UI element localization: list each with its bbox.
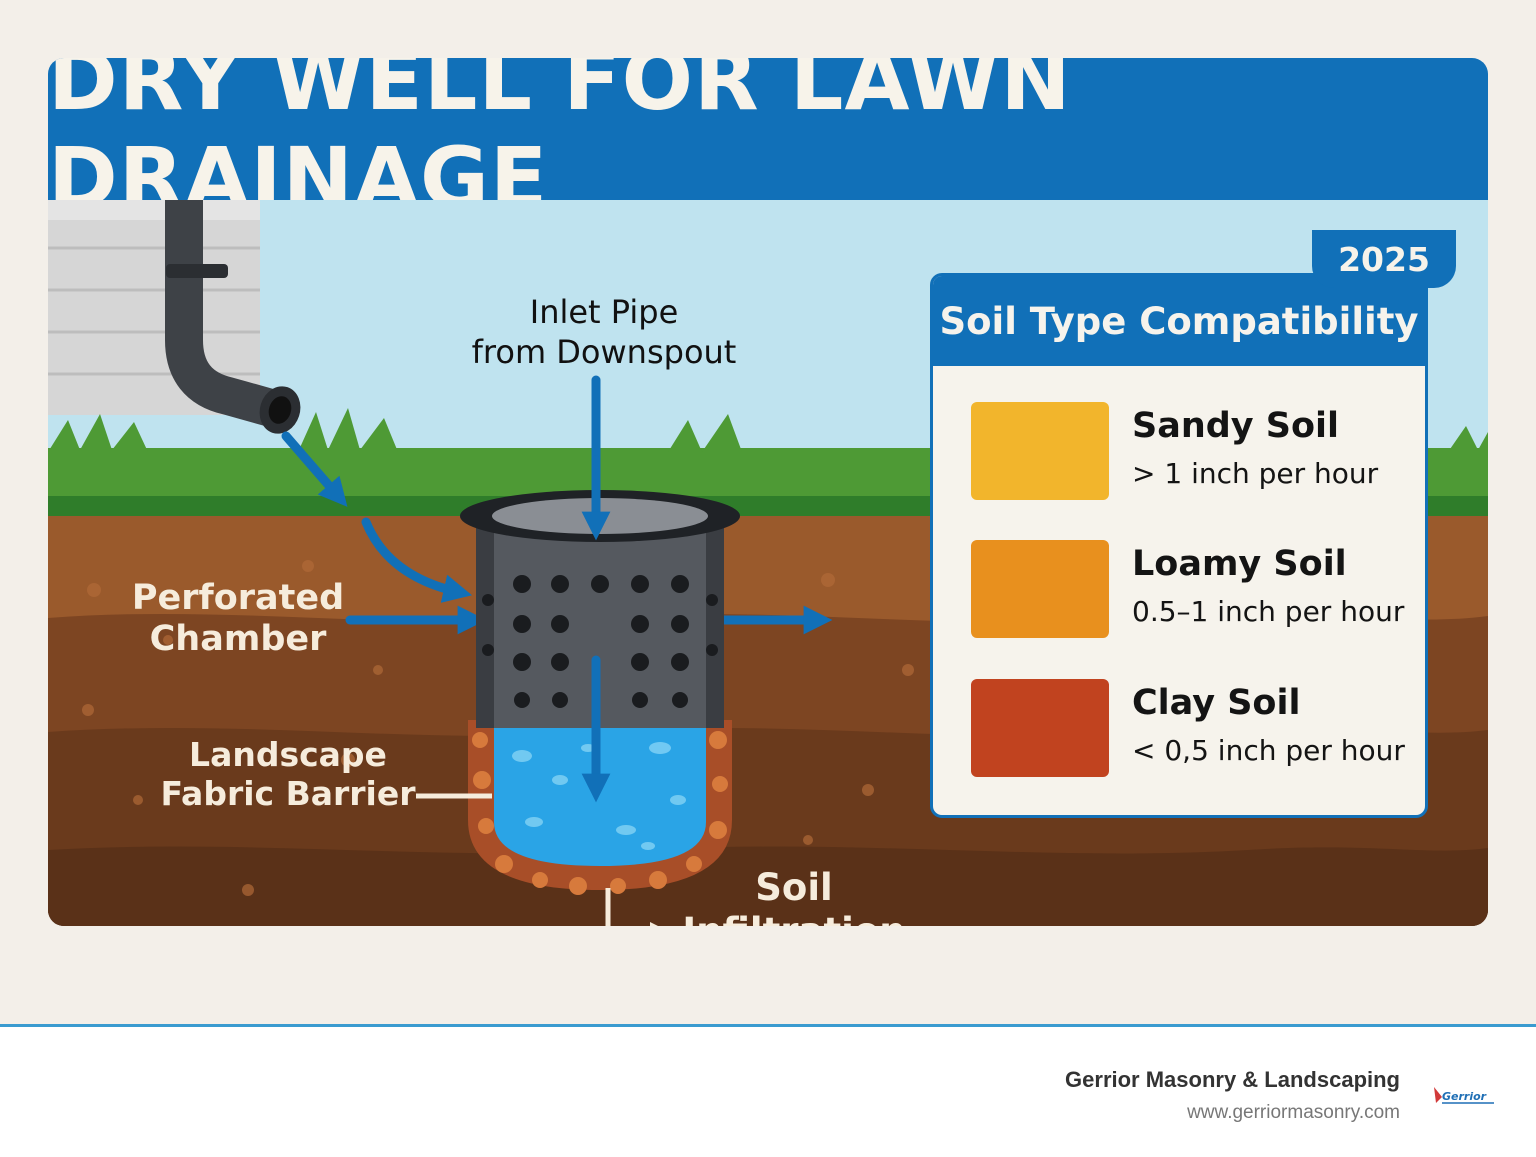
soil-specks [82,560,914,896]
soil-item-loamy: Loamy Soil 0.5–1 inch per hour [971,540,1411,640]
soil-name: Loamy Soil [1132,544,1347,584]
soil-rate: < 0,5 inch per hour [1132,734,1405,767]
infiltration-label: Soil Infiltration [682,866,905,926]
soil-layer-bottom [48,846,1488,926]
soil-rate: > 1 inch per hour [1132,457,1379,490]
soil-name: Clay Soil [1132,683,1301,723]
company-url[interactable]: www.gerriormasonry.com [1187,1102,1400,1123]
year-badge: 2025 [1312,230,1456,288]
footer: Gerrior Masonry & Landscaping www.gerrio… [0,1024,1536,1157]
fabric-label: Landscape Fabric Barrier [160,735,416,813]
soil-item-clay: Clay Soil < 0,5 inch per hour [971,679,1411,779]
soil-swatch [971,679,1109,777]
company-logo: Gerrior [1434,1087,1494,1104]
inlet-label: Inlet Pipe from Downspout [471,293,737,372]
company-name: Gerrior Masonry & Landscaping [1065,1067,1400,1092]
perforated-chamber [460,490,740,728]
soil-swatch [971,540,1109,638]
downspout-pipe [165,200,301,434]
soil-name: Sandy Soil [1132,406,1340,446]
label-pointers [416,793,667,926]
chamber-label: Perforated Chamber [131,578,345,660]
soil-compatibility-panel: Soil Type Compatibility Sandy Soil > 1 i… [930,273,1428,818]
soil-item-sandy: Sandy Soil > 1 inch per hour [971,402,1411,502]
page-title: DRY WELL FOR LAWN DRAINAGE [48,58,1072,227]
logo-text: Gerrior [1442,1090,1487,1103]
soil-rate: 0.5–1 inch per hour [1132,595,1405,628]
panel-title: Soil Type Compatibility [933,276,1425,366]
soil-swatch [971,402,1109,500]
